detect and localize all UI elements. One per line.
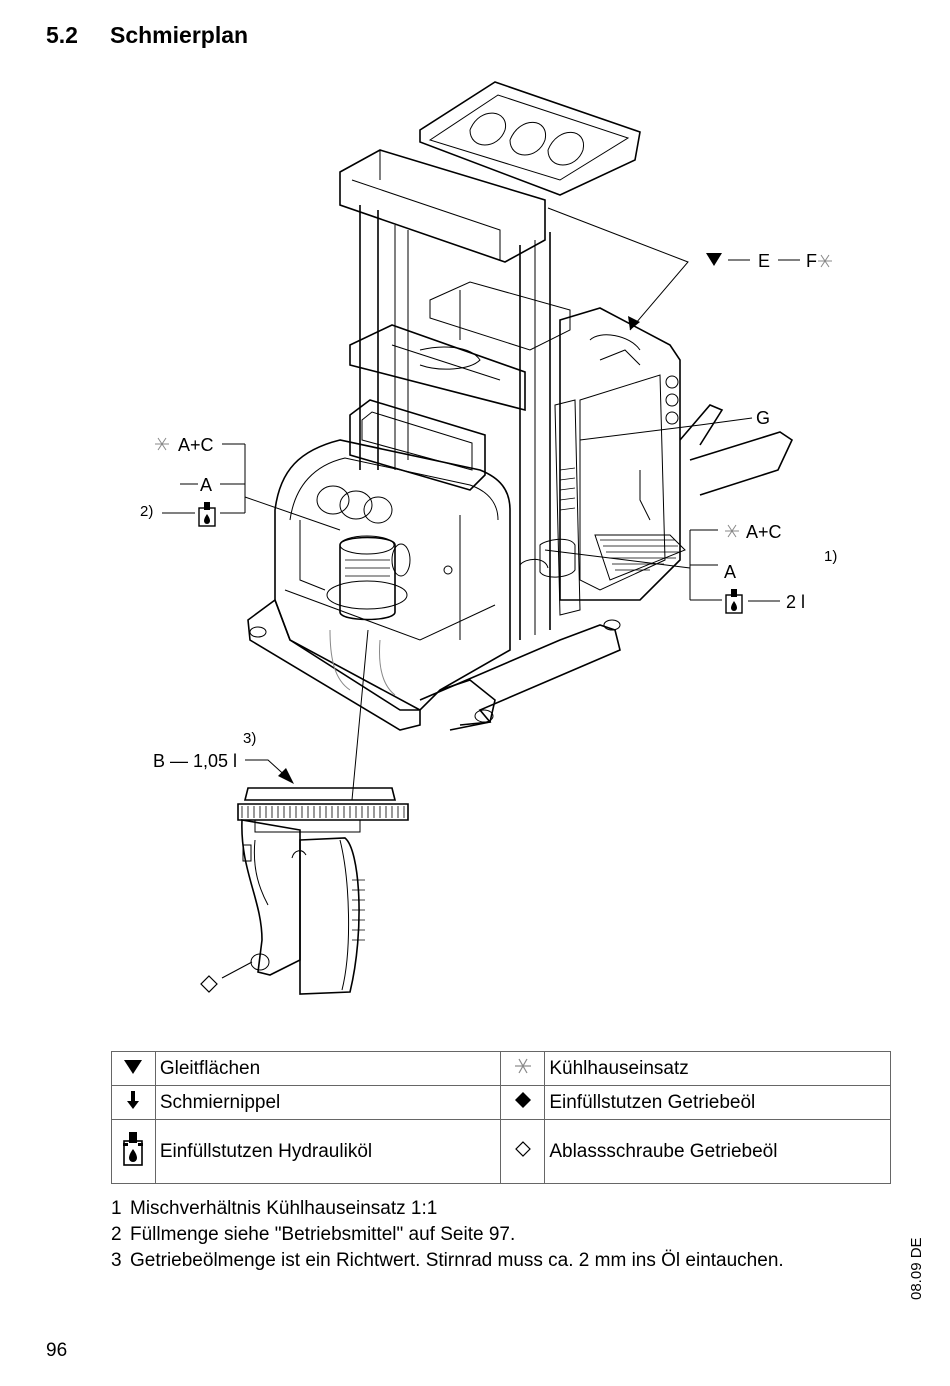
legend-row: Schmiernippel Einfüllstutzen Getriebeöl: [111, 1085, 891, 1120]
section-title: Schmierplan: [110, 22, 249, 48]
legend-text: Gleitflächen: [154, 1051, 502, 1086]
right-note: 1): [824, 548, 837, 565]
hydraulic-oil-filler-icon: [198, 502, 216, 527]
asterisk-icon: [725, 524, 739, 538]
g-label: G: [756, 408, 770, 428]
footnote-number: 3: [111, 1250, 122, 1271]
legend-symbol-cell: [500, 1119, 546, 1184]
filled-diamond-icon: [278, 768, 294, 784]
legend-symbol-cell: [111, 1051, 156, 1086]
gearbox-detail: 3) B — 1,05 l: [153, 629, 409, 995]
footnote: 3 Getriebeölmenge ist ein Richtwert. Stir…: [111, 1248, 784, 1274]
outline-diamond-icon: [200, 975, 218, 993]
right-volume-label: 2 l: [786, 592, 805, 612]
legend-symbol-cell: [500, 1085, 546, 1120]
footnote: 1 Mischverhältnis Kühlhauseinsatz 1:1: [111, 1196, 784, 1222]
triangle-down-icon: [124, 1058, 143, 1079]
legend-text: Schmiernippel: [154, 1085, 502, 1120]
b-label: B — 1,05 l: [153, 751, 237, 771]
footnote-text: Füllmenge siehe "Betriebsmittel" auf Sei…: [130, 1224, 516, 1245]
callout-right-group: A+C A 2 l 1): [544, 522, 837, 614]
footnote-number: 2: [111, 1224, 122, 1245]
legend-row: Gleitflächen Kühlhauseinsatz: [111, 1051, 891, 1086]
asterisk-icon: [155, 437, 169, 451]
legend-text: Ablassschraube Getriebeöl: [544, 1119, 891, 1184]
lubrication-drawing: E F G A+C A 2): [140, 81, 837, 995]
legend-text: Einfüllstutzen Hydrauliköl: [154, 1119, 502, 1184]
footnote-number: 1: [111, 1198, 122, 1219]
section-number: 5.2: [46, 22, 78, 48]
truck-illustration: [247, 81, 794, 731]
right-a-label: A: [724, 562, 736, 582]
footnote-text: Mischverhältnis Kühlhauseinsatz 1:1: [130, 1198, 438, 1219]
callout-left-group: A+C A 2): [140, 435, 341, 531]
legend-text: Einfüllstutzen Getriebeöl: [544, 1085, 891, 1120]
right-ac-label: A+C: [746, 522, 782, 542]
legend-symbol-cell: [500, 1051, 546, 1086]
svg-text:E: E: [758, 251, 770, 271]
legend-symbol-cell: [111, 1119, 156, 1184]
hydraulic-oil-filler-icon: [725, 589, 743, 614]
left-note: 2): [140, 503, 153, 520]
filled-diamond-icon: [514, 1091, 531, 1113]
triangle-down-icon: [706, 253, 722, 266]
legend-symbol-cell: [111, 1085, 156, 1120]
asterisk-icon: [818, 254, 832, 268]
legend-table: Gleitflächen Kühlhauseinsatz Schmiernipp…: [111, 1051, 891, 1184]
legend-text: Kühlhauseinsatz: [544, 1051, 891, 1086]
legend-row: Einfüllstutzen Hydrauliköl Ablassschraub…: [111, 1119, 891, 1184]
grease-nipple-icon: [127, 1090, 140, 1114]
hydraulic-oil-filler-icon: [123, 1131, 144, 1171]
b-note: 3): [243, 730, 256, 747]
edition-label: 08.09 DE: [908, 1237, 925, 1300]
left-ac-label: A+C: [178, 435, 214, 455]
asterisk-icon: [514, 1058, 532, 1079]
left-a-label: A: [200, 475, 212, 495]
section-heading: 5.2 Schmierplan: [46, 22, 248, 49]
outline-diamond-icon: [515, 1140, 531, 1162]
page-number: 96: [46, 1340, 68, 1361]
callout-g: G: [579, 408, 770, 441]
svg-text:F: F: [806, 251, 817, 271]
callout-sliding-surfaces: E F: [547, 207, 832, 331]
footnote: 2 Füllmenge siehe "Betriebsmittel" auf Se…: [111, 1222, 784, 1248]
footnotes: 1 Mischverhältnis Kühlhauseinsatz 1:1 2 Fü…: [111, 1196, 784, 1274]
footnote-text: Getriebeölmenge ist ein Richtwert. Stirn…: [130, 1250, 784, 1271]
